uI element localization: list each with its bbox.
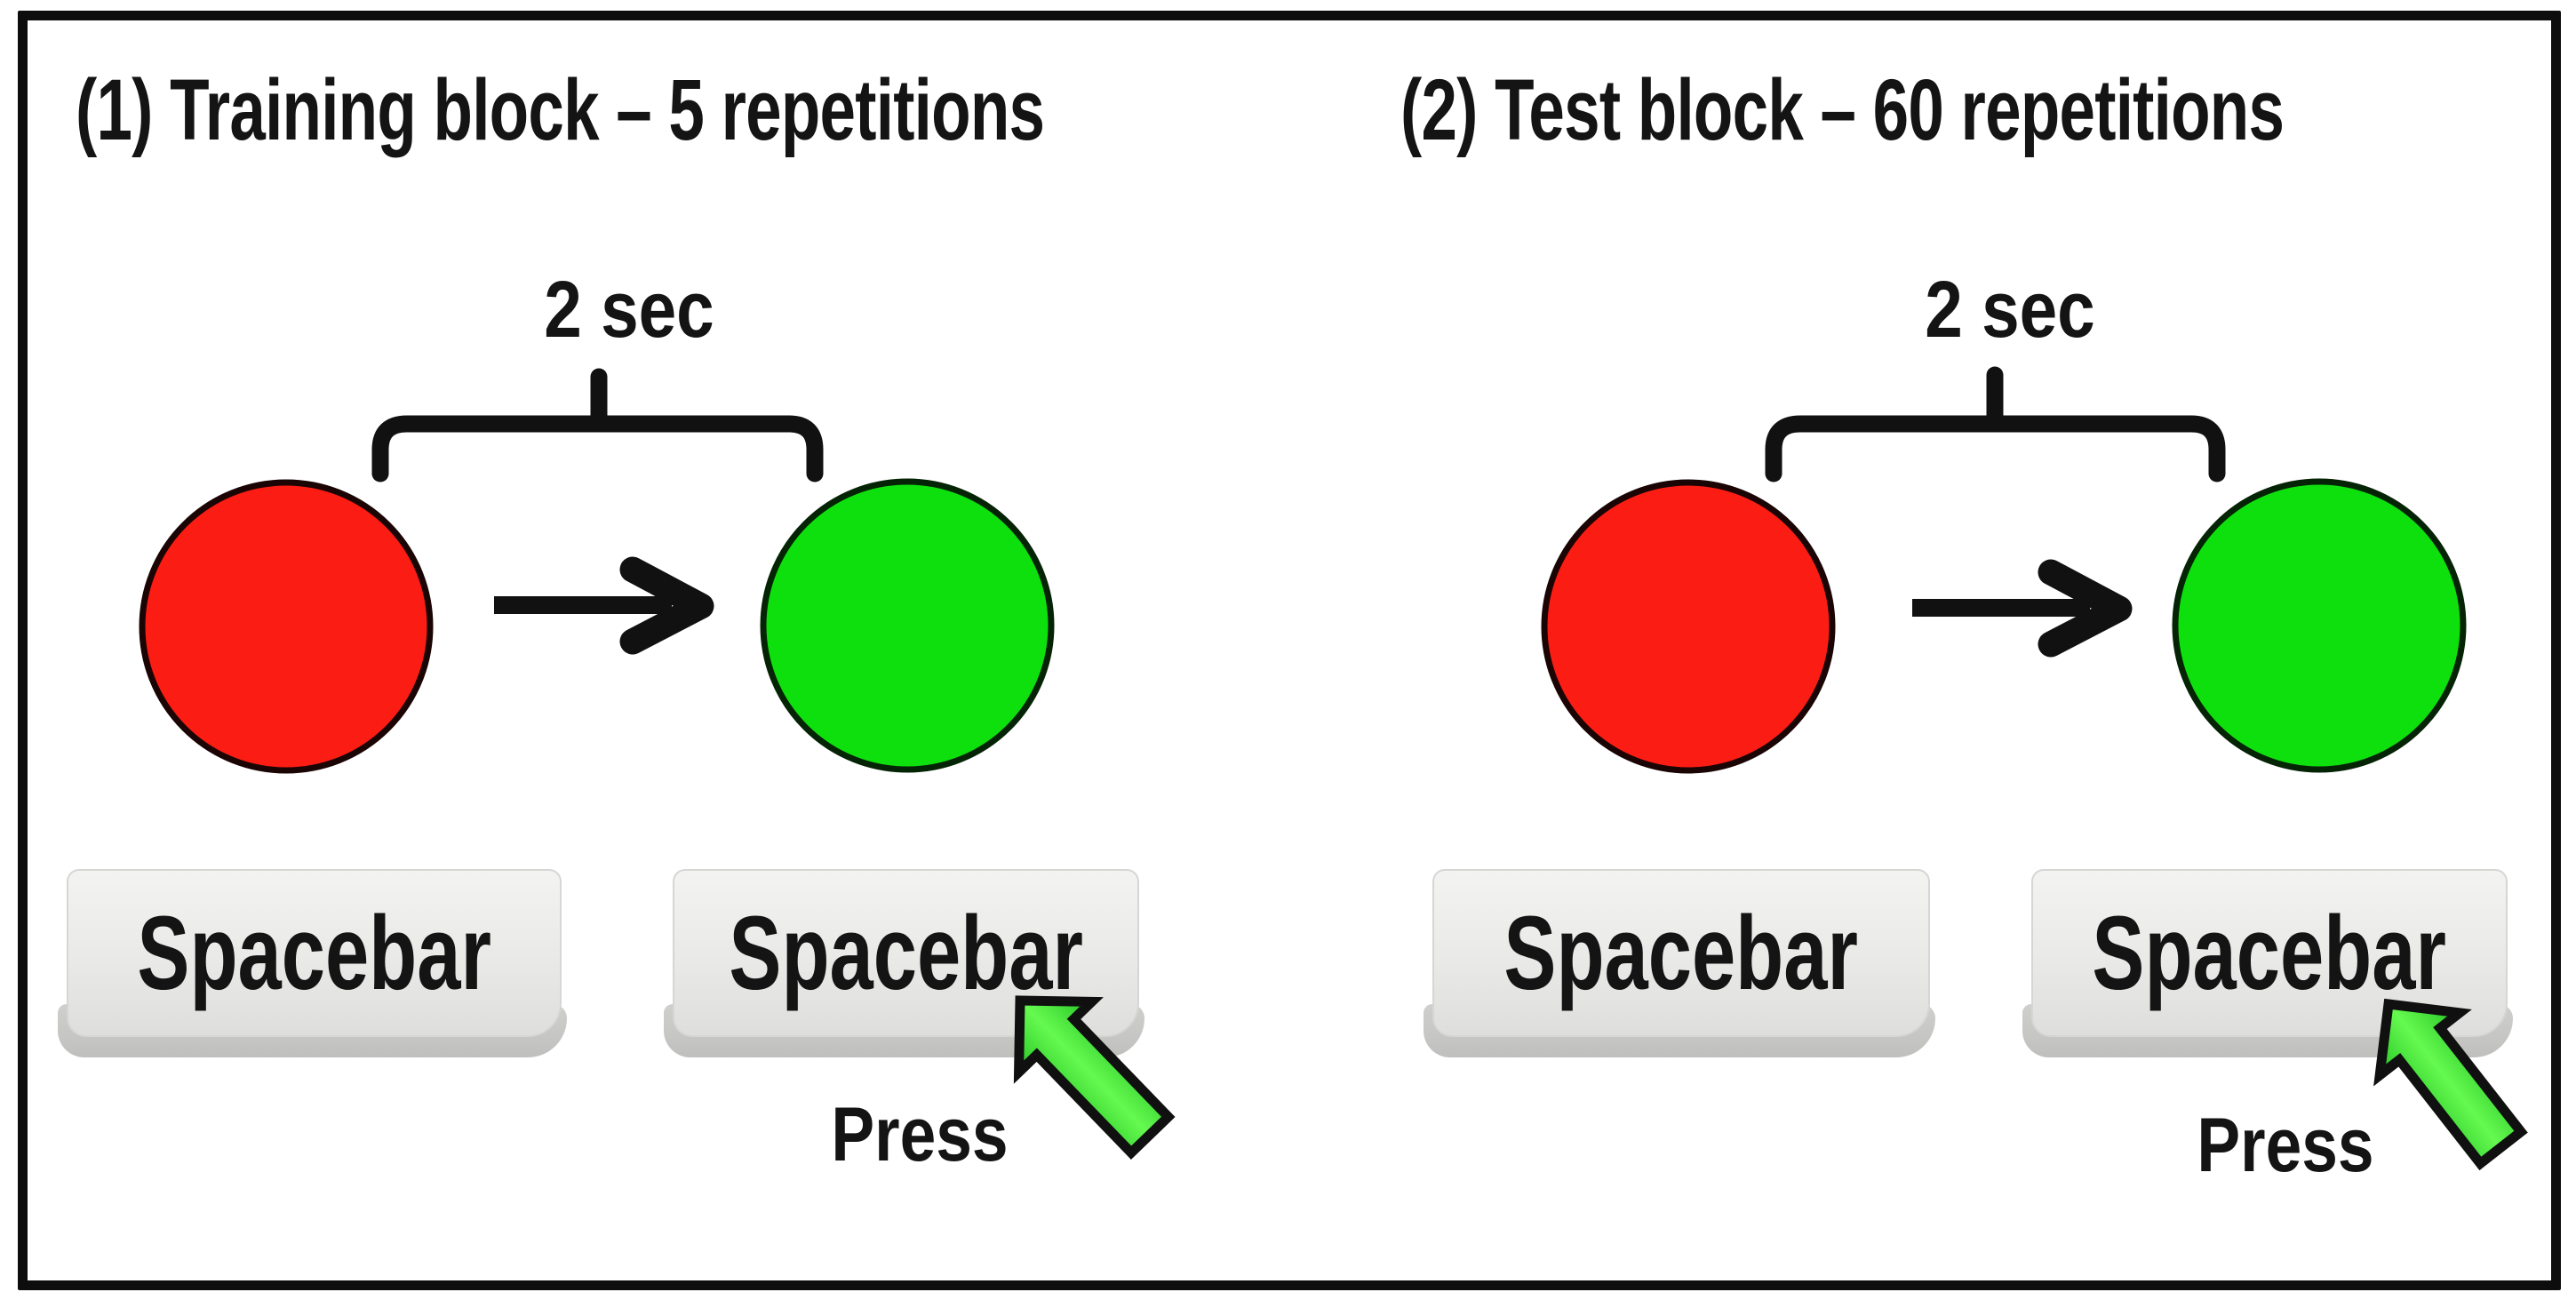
spacebar-key-label: Spacebar [729,894,1083,1012]
panel1-title: (1) Training block – 5 repetitions [76,61,1045,158]
panel1-press-label: Press [831,1092,1009,1177]
key-cap: Spacebar [1432,869,1930,1037]
panel2-interval-label: 2 sec [1925,266,2095,355]
panel2-title: (2) Test block – 60 repetitions [1400,61,2285,158]
panel2-press-label: Press [2197,1103,2374,1188]
spacebar-key-label: Spacebar [137,894,491,1012]
panel1-interval-label: 2 sec [544,266,714,355]
panel2-spacebar-right-key: Spacebar [2022,869,2513,1059]
spacebar-key-label: Spacebar [1503,894,1859,1012]
panel1-spacebar-right-key: Spacebar [664,869,1144,1059]
spacebar-key-label: Spacebar [2092,894,2447,1012]
key-cap: Spacebar [673,869,1139,1037]
panel1-spacebar-left-key: Spacebar [58,869,567,1059]
key-cap: Spacebar [67,869,562,1037]
figure-frame [18,11,2561,1290]
panel2-spacebar-left-key: Spacebar [1424,869,1935,1059]
key-cap: Spacebar [2031,869,2508,1037]
